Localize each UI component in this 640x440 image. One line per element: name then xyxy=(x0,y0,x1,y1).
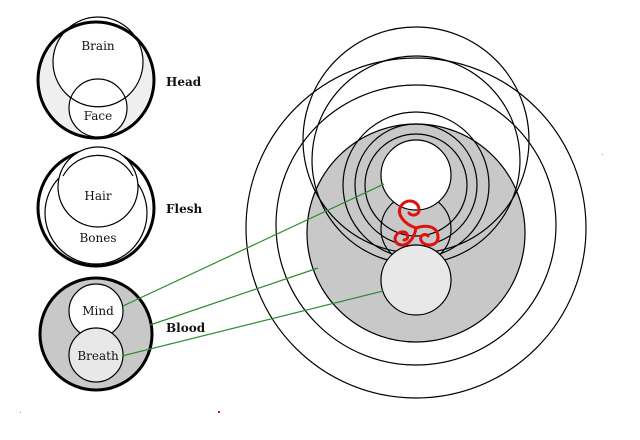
mind-center-circle xyxy=(380,139,452,211)
stray-dots xyxy=(20,154,603,413)
triskelion-arm-1 xyxy=(398,199,421,230)
triskelion-arm-2 xyxy=(414,224,440,247)
hair-circle xyxy=(57,146,139,228)
breath-center-circle xyxy=(380,244,452,316)
combined-diagram xyxy=(245,26,587,399)
hair-label: Hair xyxy=(84,189,111,203)
connector-blood xyxy=(149,267,319,326)
flesh-label: Flesh xyxy=(166,202,202,216)
speck xyxy=(602,154,603,155)
blood-group: Mind Breath Blood xyxy=(38,276,206,392)
breath-label: Breath xyxy=(77,349,119,363)
head-group: Brain Face Head xyxy=(36,16,202,140)
connector-breath xyxy=(121,290,384,357)
flesh-outer-ring xyxy=(275,84,557,366)
brain-face-overlap-arc xyxy=(69,96,127,108)
head-circle xyxy=(36,20,156,140)
speck xyxy=(218,411,220,413)
connectors xyxy=(121,183,385,357)
head-label: Head xyxy=(166,75,202,89)
outer-body-circle xyxy=(245,57,587,399)
blood-label: Blood xyxy=(166,321,206,335)
triskelion-arm-3 xyxy=(393,226,418,247)
face-circle xyxy=(68,78,128,138)
brain-label: Brain xyxy=(81,39,115,53)
speck xyxy=(20,412,21,413)
triskelion-icon xyxy=(393,199,440,247)
flesh-group: Hair Bones Flesh xyxy=(36,146,202,268)
mind-label: Mind xyxy=(82,304,114,318)
hair-top-arc xyxy=(62,154,134,177)
breath-circle xyxy=(68,327,124,383)
flesh-ring-1 xyxy=(364,133,468,237)
bones-label: Bones xyxy=(79,231,116,245)
connector-mind xyxy=(122,183,385,307)
face-label: Face xyxy=(84,109,113,123)
